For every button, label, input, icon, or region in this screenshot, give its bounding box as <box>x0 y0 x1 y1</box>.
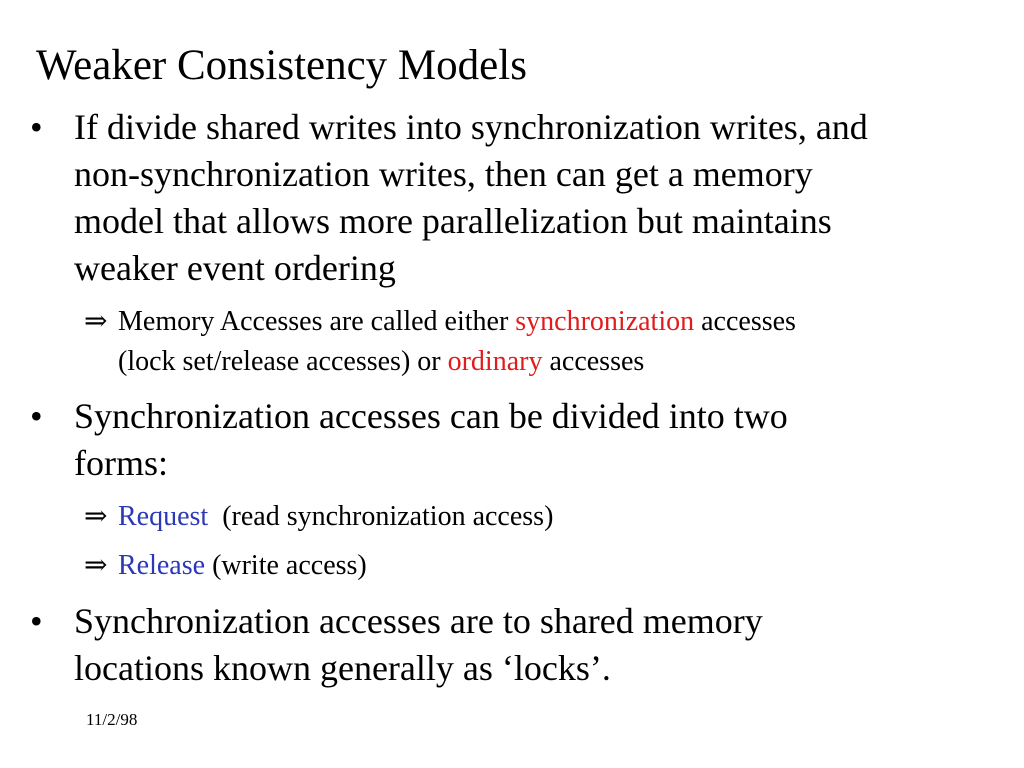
sub-memory-line-1: Memory Accesses are called either synchr… <box>118 302 796 342</box>
sub-memory-text-part2: accesses <box>694 306 796 337</box>
sub-release-description: (write access) <box>205 550 367 581</box>
bullet-2: • Synchronization accesses can be divide… <box>30 393 788 487</box>
term-ordinary: ordinary <box>447 346 543 377</box>
bullet-2-line-2: forms: <box>74 443 168 483</box>
sub-release-text: Release (write access) <box>118 546 367 586</box>
bullet-dot-icon: • <box>30 107 43 147</box>
bullet-2-text: Synchronization accesses can be divided … <box>74 393 788 487</box>
implies-arrow-icon: ⇒ <box>84 501 108 532</box>
bullet-1-text: If divide shared writes into synchroniza… <box>74 104 868 292</box>
slide-title: Weaker Consistency Models <box>36 42 527 89</box>
bullet-dot-icon: • <box>30 396 43 436</box>
sub-request-description: (read synchronization access) <box>208 501 554 532</box>
bullet-3-line-1: Synchronization accesses are to shared m… <box>74 601 763 641</box>
bullet-3-line-2: locations known generally as ‘locks’. <box>74 648 611 688</box>
sub-release: ⇒ Release (write access) <box>84 546 367 586</box>
implies-arrow-icon: ⇒ <box>84 550 108 581</box>
slide-date: 11/2/98 <box>86 710 138 729</box>
bullet-1-line-2: non-synchronization writes, then can get… <box>74 154 813 194</box>
sub-memory-text-part3: (lock set/release accesses) or <box>118 346 448 377</box>
term-request: Request <box>118 501 209 532</box>
bullet-1-line-1: If divide shared writes into synchroniza… <box>74 107 868 147</box>
bullet-1-line-3: model that allows more parallelization b… <box>74 201 832 241</box>
sub-memory-text-part1: Memory Accesses are called either <box>118 306 516 337</box>
sub-memory-text: Memory Accesses are called either synchr… <box>118 302 796 382</box>
sub-memory-line-2: (lock set/release accesses) or ordinary … <box>118 342 796 382</box>
bullet-1-line-4: weaker event ordering <box>74 248 396 288</box>
implies-arrow-icon: ⇒ <box>84 306 108 337</box>
bullet-dot-icon: • <box>30 601 43 641</box>
bullet-3: • Synchronization accesses are to shared… <box>30 598 763 692</box>
sub-memory-text-part4: accesses <box>542 346 645 377</box>
bullet-1: • If divide shared writes into synchroni… <box>30 104 868 292</box>
sub-request: ⇒ Request (read synchronization access) <box>84 497 553 537</box>
term-release: Release <box>118 550 206 581</box>
sub-memory-accesses: ⇒ Memory Accesses are called either sync… <box>84 302 796 382</box>
term-synchronization: synchronization <box>515 306 695 337</box>
bullet-3-text: Synchronization accesses are to shared m… <box>74 598 763 692</box>
sub-request-text: Request (read synchronization access) <box>118 497 553 537</box>
bullet-2-line-1: Synchronization accesses can be divided … <box>74 396 788 436</box>
